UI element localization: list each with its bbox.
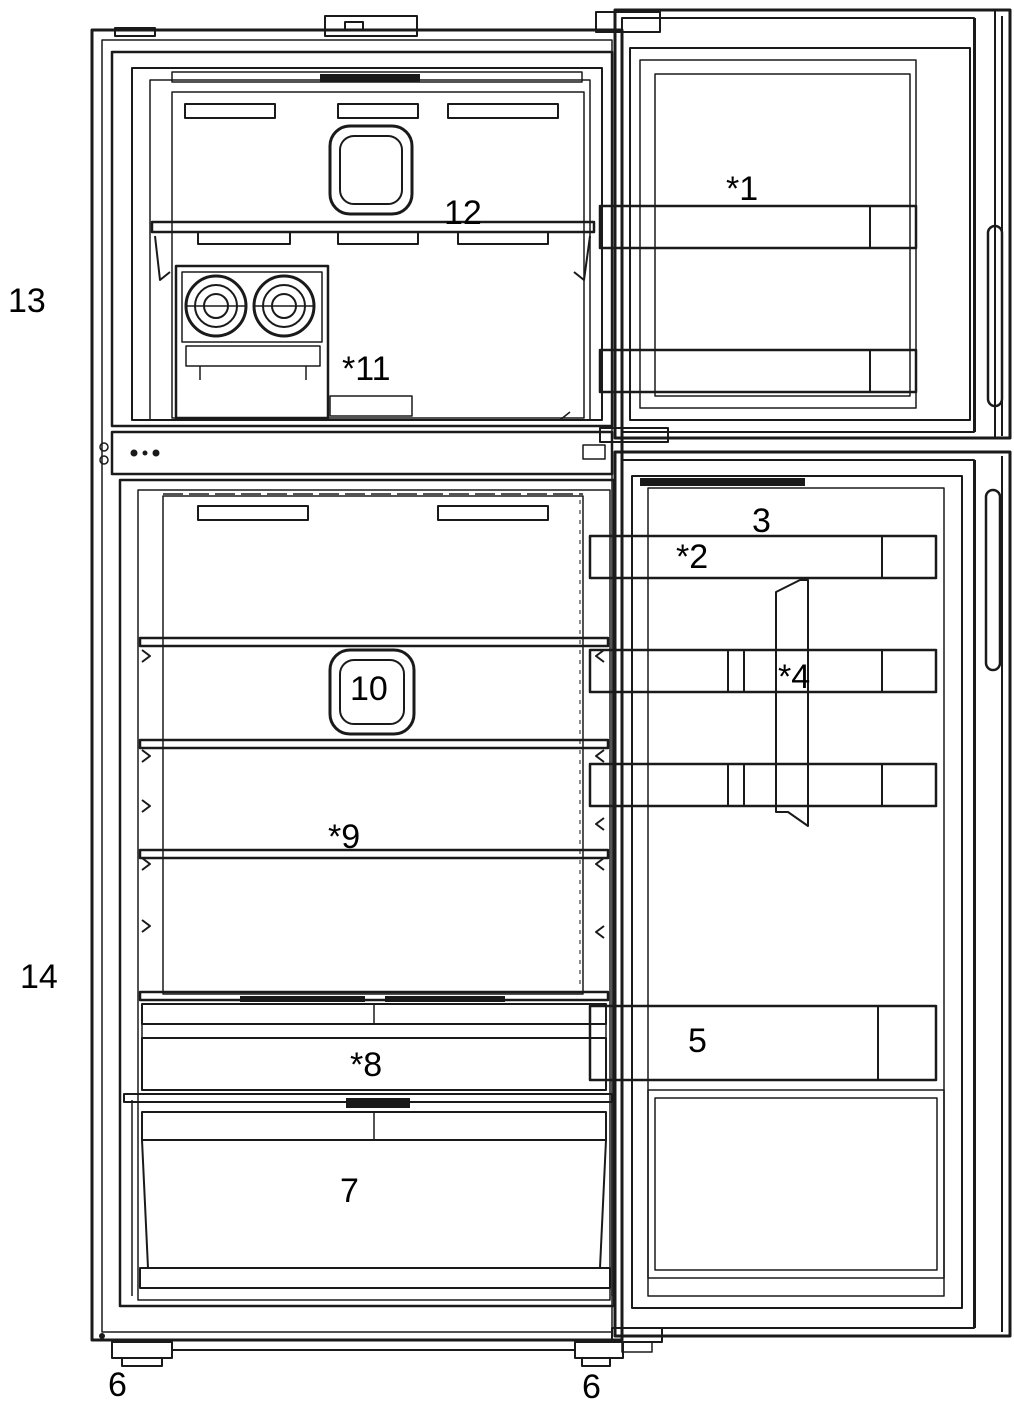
label-2: *2	[676, 538, 708, 576]
hinges	[599, 427, 669, 1353]
label-5: 5	[688, 1022, 707, 1060]
fridge-shelves	[138, 636, 610, 1002]
label-3: 3	[752, 502, 771, 540]
label-11: *11	[342, 350, 391, 388]
freezer-compartment	[110, 50, 614, 428]
fridge-door	[588, 450, 1012, 1338]
freezer-door	[598, 8, 1012, 440]
label-10: 10	[350, 670, 388, 708]
fresh-food-compartment	[118, 478, 616, 1308]
deli-drawer	[141, 1003, 607, 1091]
callout-labels: *1 12 13 *11 3 *2 10 *4 *9 14 5 *8 7 6 6	[8, 170, 810, 1404]
top-hinge-hardware	[114, 11, 661, 37]
label-13: 13	[8, 282, 46, 320]
fridge-light-cover	[328, 648, 416, 736]
label-4: *4	[778, 658, 810, 696]
ice-maker	[174, 264, 413, 420]
compartment-divider	[110, 430, 614, 476]
leveling-legs	[111, 1341, 624, 1367]
label-6-right: 6	[582, 1368, 601, 1404]
label-9: *9	[328, 818, 360, 856]
label-14: 14	[20, 958, 58, 996]
label-1: *1	[726, 170, 758, 208]
freezer-shelf	[150, 220, 596, 234]
label-6-left: 6	[108, 1366, 127, 1404]
label-7: 7	[340, 1172, 359, 1210]
crisper-drawer	[123, 1093, 613, 1296]
label-8: *8	[350, 1046, 382, 1084]
label-12: 12	[444, 194, 482, 232]
